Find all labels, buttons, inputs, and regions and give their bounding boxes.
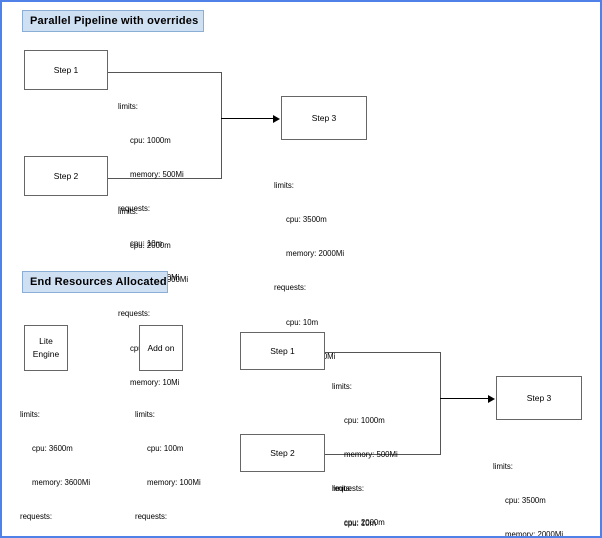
limits-label: limits:	[274, 180, 294, 190]
requests-label: requests:	[20, 512, 53, 522]
limits-label: limits:	[135, 409, 155, 419]
resources-lite-engine: limits: cpu: 3600m memory: 3600Mi reques…	[20, 386, 91, 536]
resources-bottom-step-2: limits: cpu: 2000m memory: 3000Mi reques…	[332, 460, 402, 536]
requests-cpu: cpu: 10m	[286, 317, 319, 327]
node-label: Step 1	[270, 345, 295, 356]
requests-label: requests:	[135, 512, 168, 522]
limits-label: limits:	[493, 461, 513, 471]
connector-top-step2-horizontal	[108, 178, 221, 179]
resources-add-on: limits: cpu: 100m memory: 100Mi requests…	[135, 386, 201, 536]
limits-memory: memory: 2000Mi	[505, 530, 564, 538]
node-top-step-1[interactable]: Step 1	[24, 50, 108, 90]
node-bottom-step-2[interactable]: Step 2	[240, 434, 325, 472]
limits-memory: memory: 100Mi	[147, 478, 201, 488]
node-label: Step 1	[53, 64, 79, 75]
node-bottom-step-1[interactable]: Step 1	[240, 332, 325, 370]
requests-label: requests:	[118, 204, 151, 214]
limits-label: limits:	[332, 483, 352, 493]
limits-cpu: cpu: 1000m	[130, 136, 171, 146]
requests-label: requests:	[118, 309, 151, 319]
section-title-end-resources-allocated: End Resources Allocated	[22, 271, 168, 293]
node-label-line-2: Engine	[32, 349, 60, 359]
limits-cpu: cpu: 2000m	[130, 241, 171, 251]
limits-label: limits:	[118, 101, 138, 111]
limits-label: limits:	[20, 409, 40, 419]
node-label: Step 2	[270, 447, 295, 458]
limits-memory: memory: 500Mi	[130, 170, 184, 180]
connector-bottom-arrow-shaft	[440, 398, 488, 399]
limits-label: limits:	[332, 381, 352, 391]
requests-memory: memory: 10Mi	[130, 377, 180, 387]
resources-bottom-step-1: limits: cpu: 1000m memory: 500Mi request…	[332, 358, 398, 536]
connector-top-step1-horizontal	[108, 72, 221, 73]
connector-bottom-step2-horizontal	[325, 454, 440, 455]
node-add-on[interactable]: Add on	[139, 325, 183, 371]
node-top-step-2[interactable]: Step 2	[24, 156, 108, 196]
limits-cpu: cpu: 3500m	[505, 496, 546, 506]
node-top-step-3[interactable]: Step 3	[281, 96, 367, 140]
node-lite-engine[interactable]: Lite Engine	[24, 325, 68, 371]
node-label: Step 3	[311, 112, 337, 123]
connector-top-arrow-head	[273, 115, 280, 123]
resources-bottom-step-3: limits: cpu: 3500m memory: 2000Mi reques…	[493, 438, 564, 538]
connector-top-junction-vertical	[221, 72, 222, 179]
resources-top-step-2: limits: cpu: 2000m memory: 3000Mi reques…	[118, 183, 188, 411]
connector-bottom-arrow-head	[488, 395, 495, 403]
node-label-line-1: Lite	[39, 336, 53, 346]
requests-cpu: cpu: 10m	[344, 518, 377, 528]
limits-memory: memory: 2000Mi	[286, 249, 345, 259]
section-title-parallel-pipeline: Parallel Pipeline with overrides	[22, 10, 204, 32]
node-label: Step 2	[53, 170, 79, 181]
requests-label: requests:	[274, 283, 307, 293]
limits-memory: memory: 500Mi	[344, 450, 398, 460]
limits-cpu: cpu: 100m	[147, 444, 184, 454]
limits-cpu: cpu: 3600m	[32, 444, 73, 454]
limits-memory: memory: 3600Mi	[32, 478, 91, 488]
limits-cpu: cpu: 3500m	[286, 215, 327, 225]
node-label: Step 3	[526, 392, 552, 403]
node-label: Add on	[147, 342, 175, 353]
connector-top-arrow-shaft	[221, 118, 273, 119]
limits-cpu: cpu: 2000m	[344, 518, 385, 528]
limits-cpu: cpu: 1000m	[344, 416, 385, 426]
connector-bottom-step1-horizontal	[325, 352, 440, 353]
limits-label: limits:	[118, 206, 138, 216]
node-bottom-step-3[interactable]: Step 3	[496, 376, 582, 420]
requests-cpu: cpu: 10m	[130, 238, 163, 248]
connector-bottom-junction-vertical	[440, 352, 441, 455]
requests-label: requests:	[332, 484, 365, 494]
